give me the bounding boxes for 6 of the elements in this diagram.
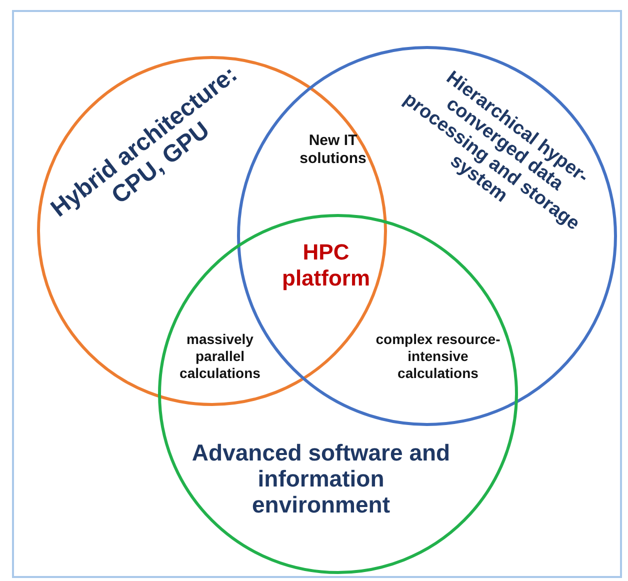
overlap-label: New IT solutions: [298, 132, 368, 168]
circle-title: Advanced software and information environment: [191, 440, 451, 518]
center-title: HPC platform: [281, 240, 371, 292]
overlap-label: complex resource-intensive calculations: [374, 330, 502, 382]
venn-circle: [158, 214, 518, 574]
overlap-label: massively parallel calculations: [178, 330, 262, 382]
